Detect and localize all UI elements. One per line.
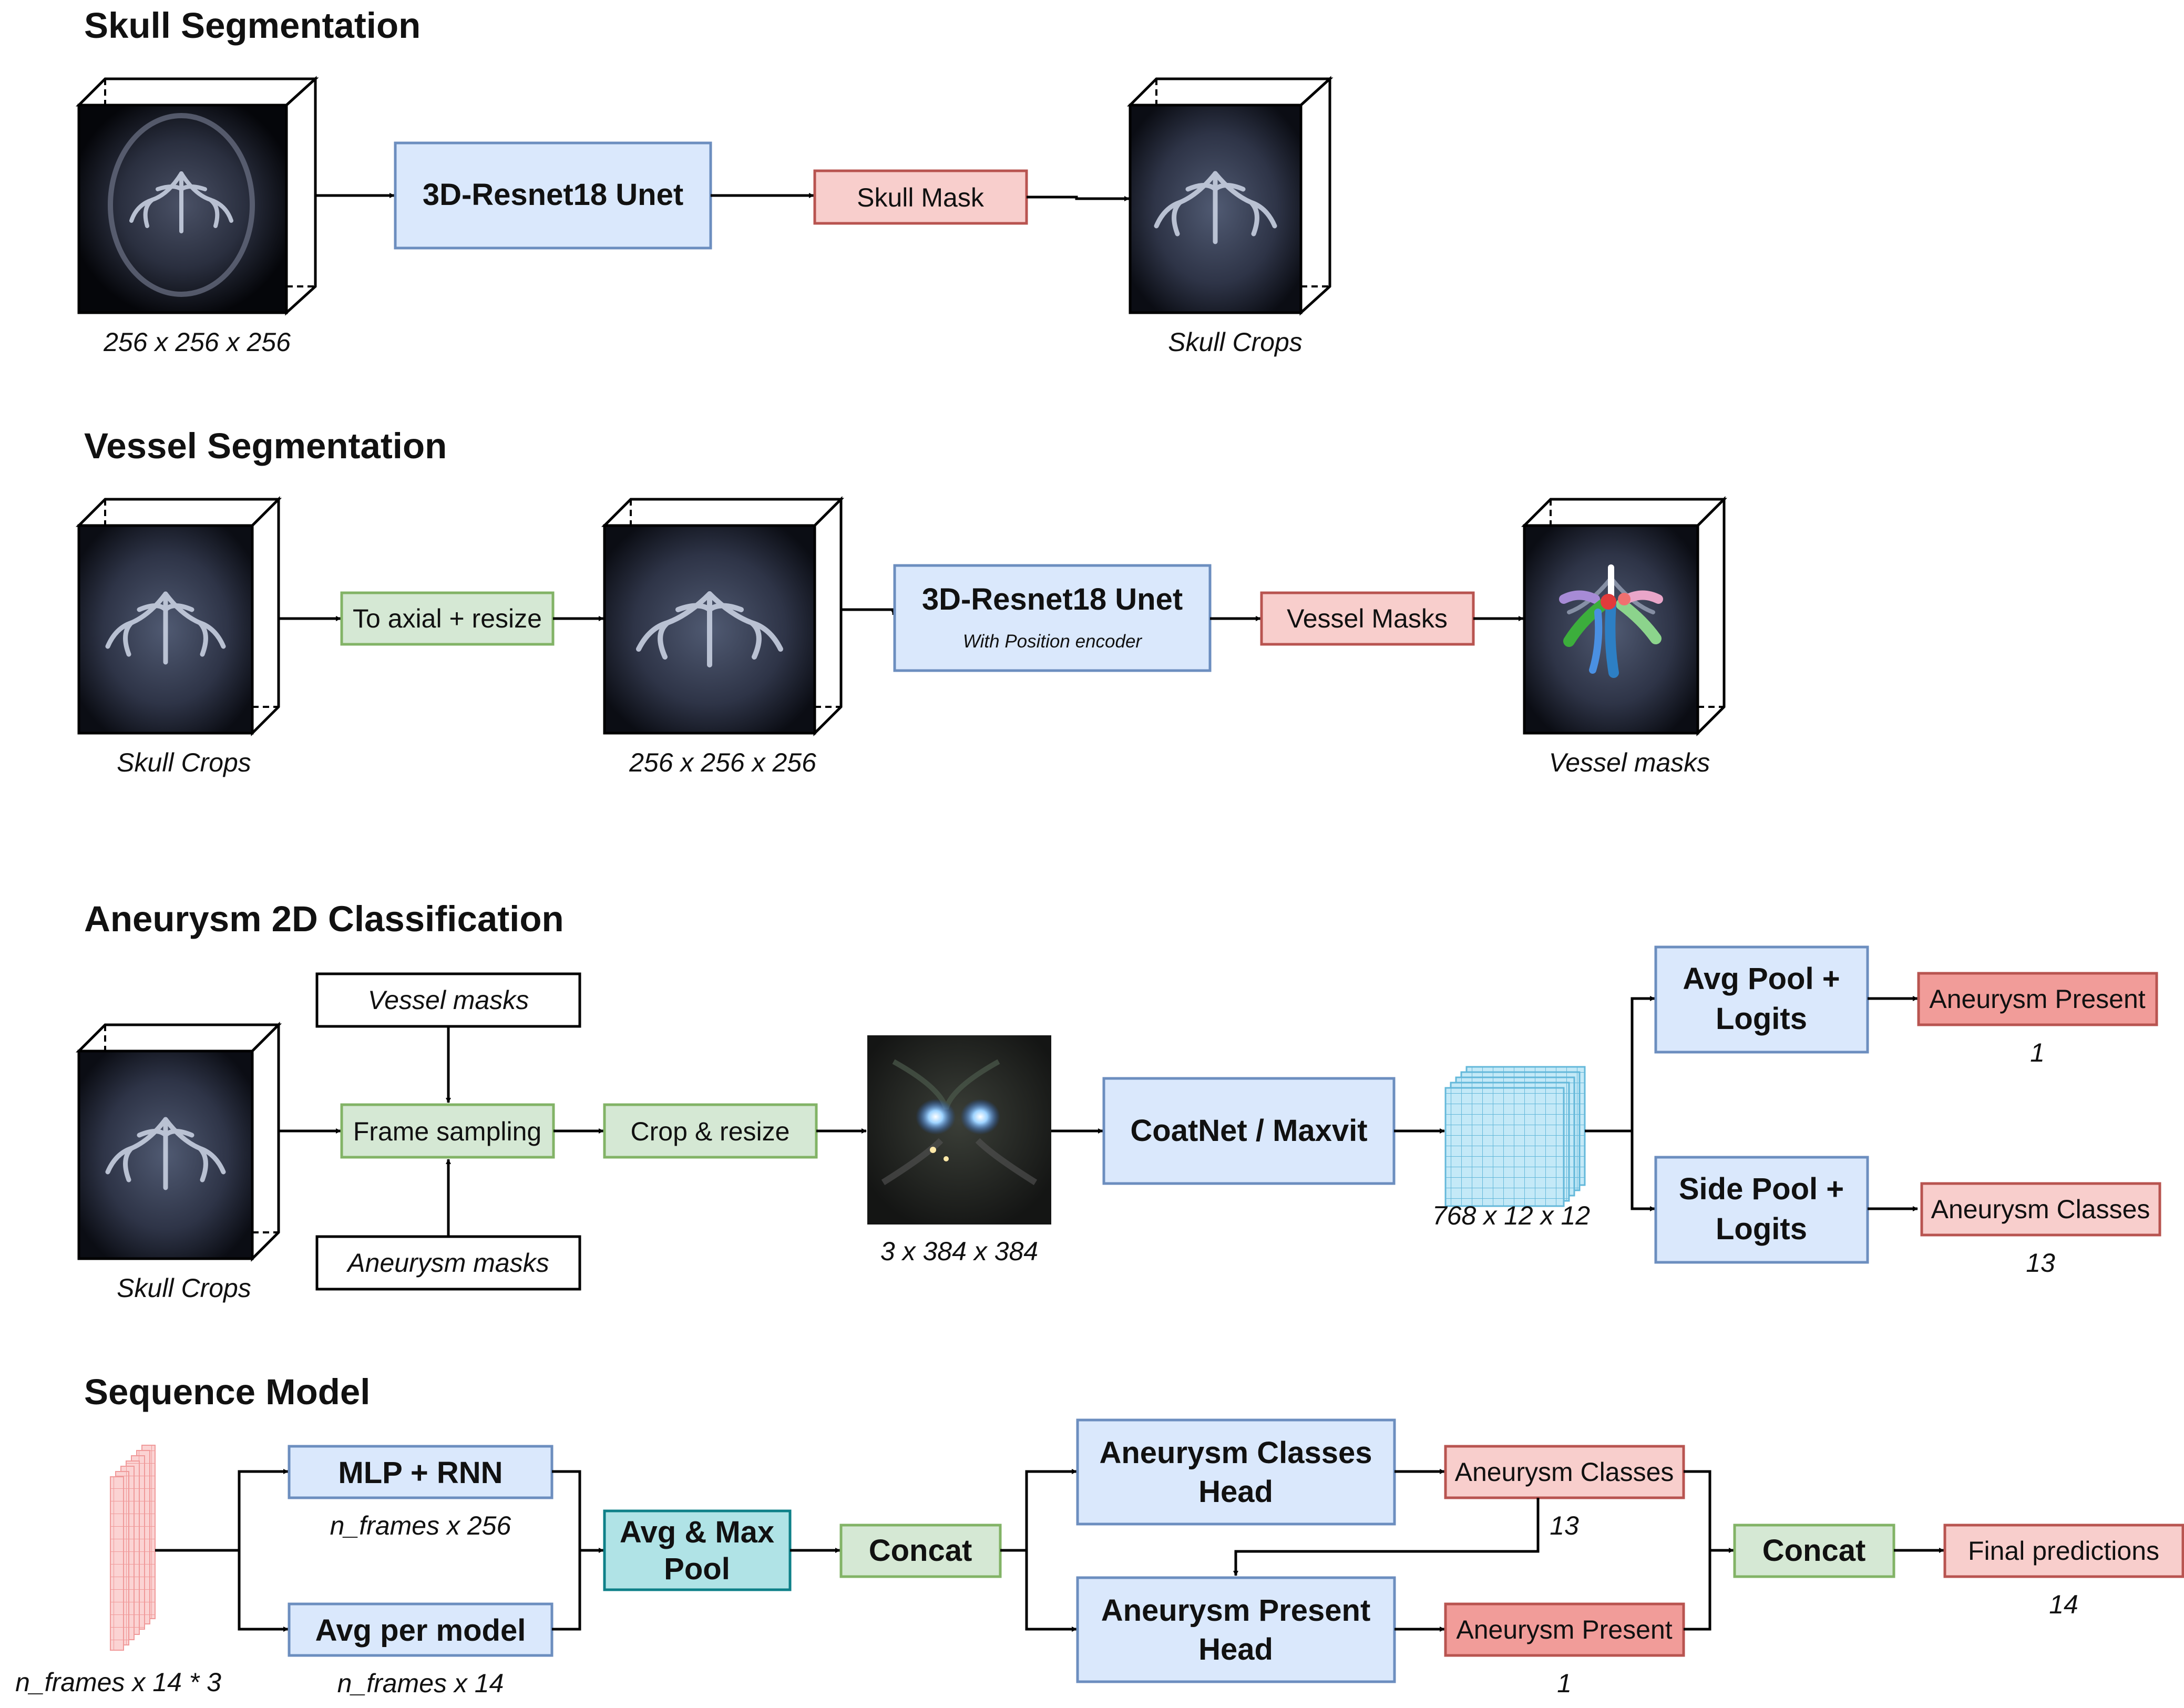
aneurysm2d-present-box [1917,972,2158,1026]
vessel-model-sub: With Position encoder [963,631,1142,652]
sequence-input-stack [110,1445,156,1651]
sequence-pool-box [603,1509,792,1591]
aneurysm2d-avg-pool-line1: Avg Pool + [1683,962,1840,996]
aneurysm2d-side-pool-line1: Side Pool + [1679,1172,1844,1206]
vessel-mid-caption: 256 x 256 x 256 [629,748,816,777]
skull-section-title: Skull Segmentation [84,5,421,46]
sequence-avg-model-box [288,1602,553,1657]
aneurysm2d-aneurysm-masks-label: Aneurysm masks [346,1248,549,1278]
sequence-section-title: Sequence Model [84,1372,370,1412]
vessel-input-caption: Skull Crops [117,748,251,777]
vessel-model-box [893,564,1212,672]
sequence-classes-out-label: Aneurysm Classes [1455,1457,1674,1487]
aneurysm2d-classes-box [1920,1182,2161,1237]
aneurysm2d-aneurysm-masks-box [315,1235,581,1291]
skull-section: Skull Segmentation 256 x 256 x 256 3D-Re… [75,5,1334,357]
aneurysm2d-side-pool-line2: Logits [1716,1212,1807,1246]
vessel-resize-label: To axial + resize [353,604,542,633]
aneurysm2d-section-title: Aneurysm 2D Classification [84,899,564,939]
vessel-output-volume [1521,496,1728,737]
sequence-final-label: Final predictions [1968,1536,2159,1566]
vessel-resize-box [340,591,555,646]
skull-output-volume [1126,76,1334,316]
vessel-mid-volume [601,496,845,737]
aneurysm2d-present-label: Aneurysm Present [1929,984,2145,1014]
sequence-section: Sequence Model n_frames x 14 * 3 MLP + R… [15,1372,2184,1698]
vessel-mask-label: Vessel Masks [1287,604,1448,633]
aneurysm2d-model-label: CoatNet / Maxvit [1130,1114,1367,1148]
sequence-mlp-caption: n_frames x 256 [330,1511,511,1540]
sequence-concat2-label: Concat [1762,1534,1866,1568]
vessel-output-caption: Vessel masks [1549,748,1710,777]
aneurysm2d-feature-map [1444,1066,1586,1207]
aneurysm2d-feature-caption: 768 x 12 x 12 [1432,1201,1590,1230]
aneurysm2d-crop-box [603,1103,818,1159]
aneurysm2d-present-count: 1 [2030,1038,2045,1067]
vessel-input-volume [75,496,282,737]
sequence-concat2-box [1733,1524,1895,1578]
sequence-final-count: 14 [2049,1590,2078,1619]
sequence-present-head-line2: Head [1198,1632,1273,1666]
skull-mask-label: Skull Mask [857,183,985,212]
sequence-concat1-label: Concat [869,1534,972,1568]
sequence-classes-head-line2: Head [1198,1475,1273,1509]
aneurysm2d-avg-pool-line2: Logits [1716,1002,1807,1036]
aneurysm2d-crop-label: Crop & resize [631,1117,790,1146]
sequence-classes-head-line1: Aneurysm Classes [1099,1436,1372,1470]
aneurysm2d-image-caption: 3 x 384 x 384 [880,1237,1038,1266]
sequence-avg-model-caption: n_frames x 14 [337,1669,504,1698]
sequence-present-out-count: 1 [1557,1669,1572,1698]
sequence-present-head-line1: Aneurysm Present [1101,1593,1371,1628]
vessel-section: Vessel Segmentation Skull Crops To axial… [75,426,1728,777]
aneurysm2d-section: Aneurysm 2D Classification Skull Crops V… [75,899,2161,1303]
aneurysm2d-classes-label: Aneurysm Classes [1931,1195,2150,1224]
skull-input-volume [75,76,319,316]
sequence-mlp-label: MLP + RNN [338,1456,503,1490]
skull-model-box [394,141,712,250]
sequence-input-caption: n_frames x 14 * 3 [15,1668,221,1697]
vessel-section-title: Vessel Segmentation [84,426,447,466]
aneurysm2d-input-volume [75,1021,282,1262]
sequence-mlp-box [288,1445,553,1499]
sequence-classes-head-box [1076,1418,1396,1526]
aneurysm2d-crop-image [867,1035,1051,1225]
vessel-model-label: 3D-Resnet18 Unet [922,582,1183,616]
sequence-present-out-box [1444,1602,1685,1657]
aneurysm2d-model-box [1102,1077,1396,1185]
aneurysm2d-avg-pool-box [1654,945,1869,1054]
aneurysm2d-vessel-masks-label: Vessel masks [368,985,529,1015]
aneurysm2d-frame-sampling-label: Frame sampling [353,1117,541,1146]
aneurysm2d-classes-count: 13 [2026,1248,2055,1278]
sequence-avg-model-label: Avg per model [315,1613,526,1648]
skull-input-caption: 256 x 256 x 256 [103,327,291,357]
sequence-present-out-label: Aneurysm Present [1456,1615,1672,1644]
skull-model-label: 3D-Resnet18 Unet [423,178,683,212]
sequence-classes-out-count: 13 [1550,1511,1579,1540]
aneurysm2d-input-caption: Skull Crops [117,1273,251,1303]
aneurysm2d-vessel-masks-box [315,972,581,1028]
sequence-pool-line2: Pool [664,1552,730,1586]
skull-output-caption: Skull Crops [1168,327,1303,357]
vessel-mask-box [1260,591,1475,646]
sequence-pool-line1: Avg & Max [620,1515,774,1549]
sequence-classes-out-box [1444,1445,1685,1499]
sequence-final-box [1943,1524,2184,1578]
